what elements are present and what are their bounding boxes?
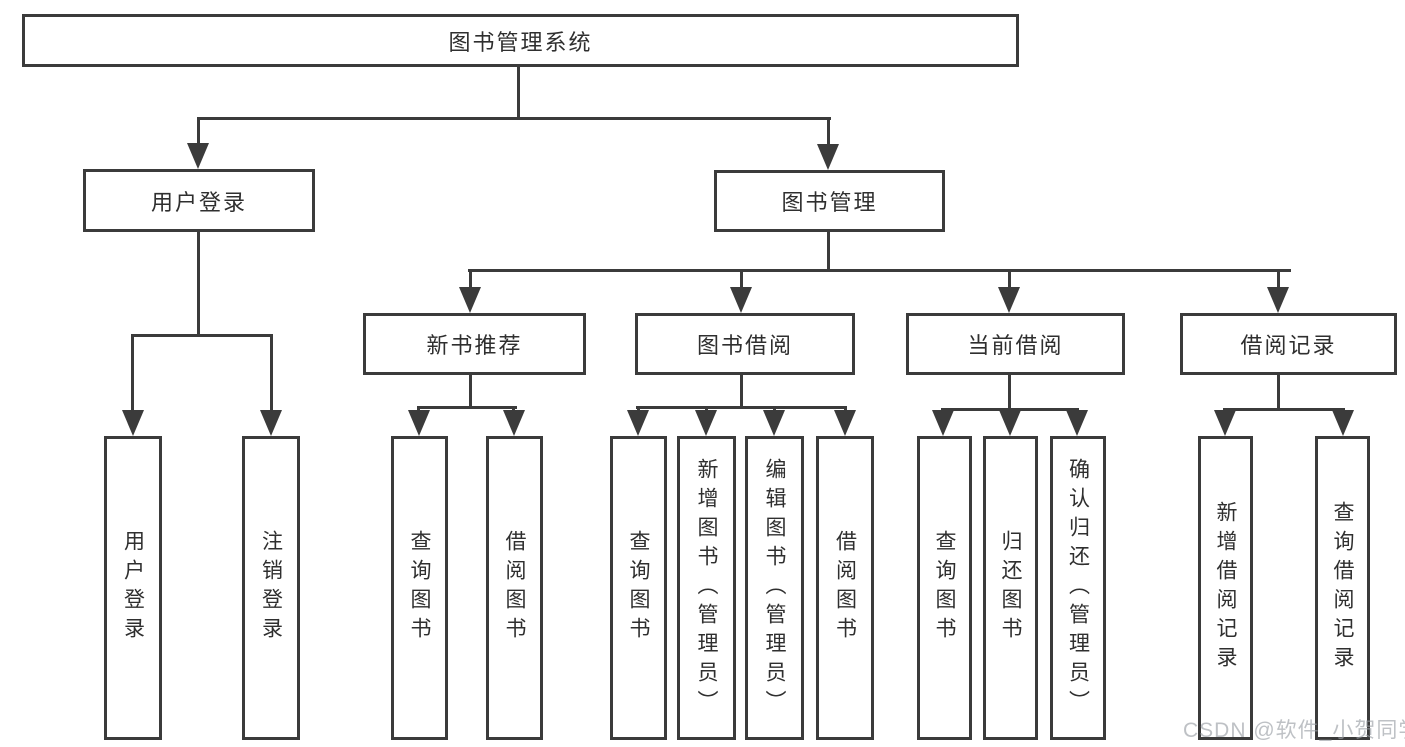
arrow-down-icon [730,287,752,313]
node-current-borrow: 当前借阅 [906,313,1125,375]
arrow-down-icon [627,410,649,436]
node-borrow-records: 借阅记录 [1180,313,1397,375]
connector-line [941,408,1079,411]
arrow-down-icon [1214,410,1236,436]
connector-line [512,406,515,413]
leaf-borrow-books: 借阅图书 [816,436,874,740]
connector-line [827,232,830,272]
connector-line [705,406,708,413]
connector-line [637,406,640,413]
leaf-label: 归还图书 [999,530,1022,646]
arrow-down-icon [932,410,954,436]
leaf-label: 借阅图书 [503,530,526,646]
connector-line [827,117,830,146]
arrow-down-icon [763,410,785,436]
connector-line [1008,269,1011,289]
arrow-down-icon [1066,410,1088,436]
leaf-add-borrow-record: 新增借阅记录 [1198,436,1253,740]
leaf-user-login: 用户登录 [104,436,162,740]
connector-line [197,117,200,146]
arrow-down-icon [122,410,144,436]
arrow-down-icon [503,410,525,436]
leaf-query-borrow-record: 查询借阅记录 [1315,436,1370,740]
connector-line [1008,375,1011,411]
node-new-book-recommend: 新书推荐 [363,313,586,375]
leaf-label: 查询借阅记录 [1331,501,1354,675]
connector-line [197,232,200,337]
arrow-down-icon [834,410,856,436]
connector-line [417,406,420,413]
connector-line [636,406,847,409]
leaf-label: 新增借阅记录 [1214,501,1237,675]
leaf-label: 查询图书 [933,530,956,646]
connector-line [1223,408,1345,411]
arrow-down-icon [695,410,717,436]
leaf-label: 借阅图书 [833,530,857,646]
leaf-label: 查询图书 [627,530,650,646]
leaf-edit-books-admin: 编辑图书（管理员） [745,436,804,740]
leaf-add-books-admin: 新增图书（管理员） [677,436,736,740]
leaf-query-books-current: 查询图书 [917,436,972,740]
node-book-management: 图书管理 [714,170,945,232]
arrow-down-icon [1267,287,1289,313]
leaf-label: 新增图书（管理员） [695,457,718,719]
connector-line [270,334,273,412]
connector-line [1277,269,1280,289]
arrow-down-icon [408,410,430,436]
watermark: CSDN @软件_小贺同学 [1183,719,1405,742]
leaf-return-books: 归还图书 [983,436,1038,740]
node-root: 图书管理系统 [22,14,1019,67]
connector-line [469,269,472,289]
leaf-label: 用户登录 [121,530,145,646]
leaf-label: 编辑图书（管理员） [763,457,786,719]
connector-line [469,375,472,409]
node-user-login: 用户登录 [83,169,315,232]
arrow-down-icon [260,410,282,436]
leaf-label: 确认归还（管理员） [1066,457,1090,719]
connector-line [740,269,743,289]
connector-line [417,406,517,409]
arrow-down-icon [187,143,209,169]
connector-line [844,406,847,413]
leaf-label: 查询图书 [408,530,431,646]
leaf-query-books-borrow: 查询图书 [610,436,667,740]
connector-line [517,67,520,118]
leaf-borrow-books-recommend: 借阅图书 [486,436,543,740]
leaf-query-books-recommend: 查询图书 [391,436,448,740]
connector-line [468,269,1291,272]
arrow-down-icon [998,287,1020,313]
arrow-down-icon [817,144,839,170]
connector-line [131,334,273,337]
connector-line [131,334,134,412]
arrow-down-icon [1332,410,1354,436]
arrow-down-icon [459,287,481,313]
arrow-down-icon [999,410,1021,436]
connector-line [773,406,776,413]
leaf-confirm-return-admin: 确认归还（管理员） [1050,436,1106,740]
leaf-label: 注销登录 [259,530,283,646]
connector-line [1277,375,1280,411]
node-book-borrow: 图书借阅 [635,313,855,375]
connector-line [197,117,831,120]
connector-line [740,375,743,409]
leaf-logout: 注销登录 [242,436,300,740]
